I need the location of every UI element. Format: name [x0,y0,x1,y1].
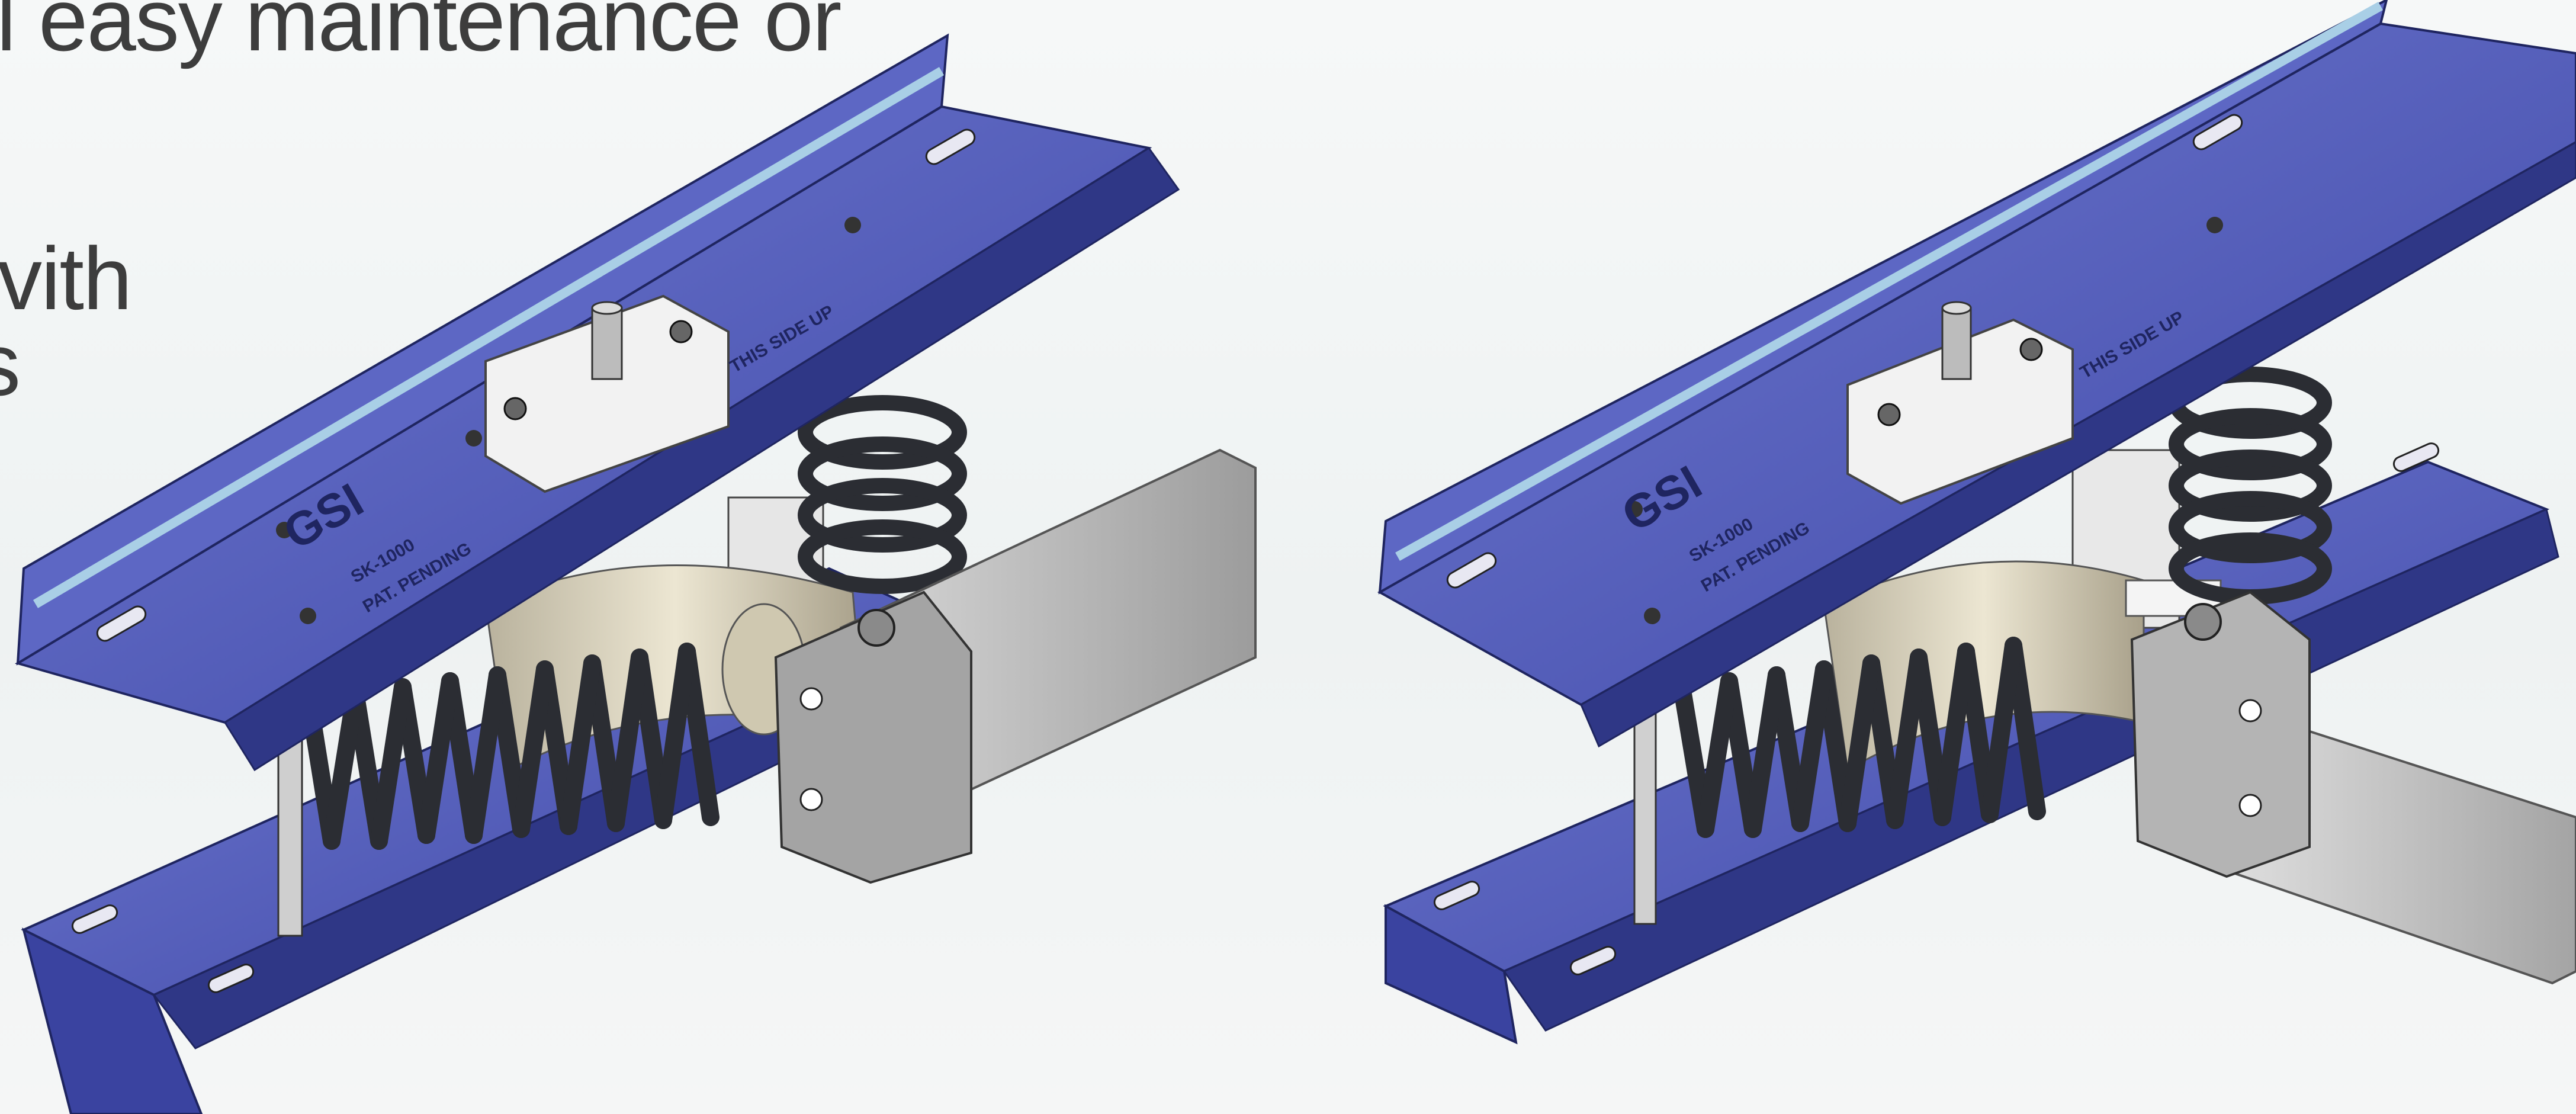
front-spring [1673,637,2046,838]
top-channel: GSI SK-1000 PAT. PENDING THIS SIDE UP [15,33,1180,772]
body-text-line-1: l easy maintenance or [0,0,841,69]
top-channel: GSI SK-1000 PAT. PENDING THIS SIDE UP [1377,0,2576,748]
body-text-line-3: s [0,320,21,409]
body-text-line-2: vith [0,229,132,328]
bolt-icon [503,397,527,420]
bolt-icon [1877,403,1901,426]
pin [591,307,623,380]
rear-coil-spring [798,395,967,594]
front-spring [299,643,720,850]
right-bracket [774,448,1257,884]
left-post [1633,686,1657,925]
suspension-figure-left: GSI SK-1000 PAT. PENDING THIS SIDE UP [15,33,1257,1114]
extended-bracket [2130,590,2576,985]
suspension-figure-right: GSI SK-1000 PAT. PENDING THIS SIDE UP [1377,0,2576,1045]
